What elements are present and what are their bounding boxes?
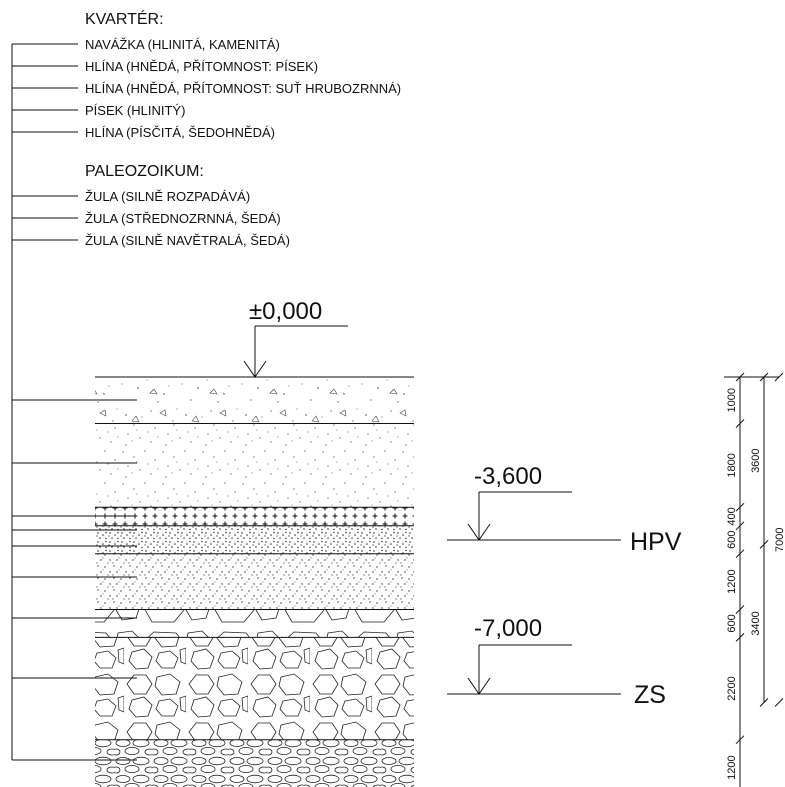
dimension-label-mid: 3600 <box>750 448 762 472</box>
dimension-chains: 1000 1800 400 600 1200 600 2200 1200 3600 3400 700… <box>724 372 785 787</box>
level-zs: -7,000 ZS <box>447 615 666 709</box>
hpv-tag: HPV <box>630 528 682 556</box>
dimension-tick <box>735 605 745 614</box>
dimension-label-total: 7000 <box>774 528 785 552</box>
dimension-label-layer: 1800 <box>726 453 738 477</box>
dimension-label-layer: 1200 <box>726 569 738 593</box>
dimension-tick <box>759 698 769 707</box>
level-hpv: -3,600 HPV <box>447 463 682 556</box>
dimension-label-layer: 1000 <box>726 388 738 412</box>
dimension-tick <box>735 502 745 512</box>
legend-header-paleozoikum: PALEOZOIKUM: <box>85 163 204 180</box>
dimension-tick <box>735 549 745 559</box>
layer-navazka <box>95 377 414 424</box>
level-zs-label: -7,000 <box>474 615 542 642</box>
dimension-label-layer: 600 <box>726 531 738 549</box>
legend-header-kvarter: KVARTÉR: <box>85 9 164 28</box>
legend-item: HLÍNA (HNĚDÁ, PŘÍTOMNOST: PÍSEK) <box>85 59 318 74</box>
dimension-tick <box>735 633 745 642</box>
dimension-tick <box>735 521 745 531</box>
dimension-tick <box>759 372 769 382</box>
layer-hlina-piscita <box>95 553 414 610</box>
level-hpv-label: -3,600 <box>474 463 542 490</box>
layer-zula-navetrala <box>95 739 414 787</box>
layer-hlina-sut <box>95 507 414 526</box>
dimension-tick <box>774 372 784 382</box>
dimension-tick <box>774 698 784 707</box>
dimension-label-layer: 1200 <box>726 755 738 779</box>
layer-zula-rozpadava <box>95 609 414 638</box>
legend: KVARTÉR: NAVÁŽKA (HLINITÁ, KAMENITÁ) HLÍN… <box>11 9 401 760</box>
legend-item: ŽULA (SILNĚ ROZPADÁVÁ) <box>85 189 250 204</box>
dimension-tick <box>759 540 769 549</box>
level-top-label: ±0,000 <box>249 298 322 325</box>
dimension-tick <box>735 735 745 745</box>
layer-pisek <box>95 525 414 554</box>
level-top: ±0,000 <box>243 298 348 378</box>
legend-item: HLÍNA (HNĚDÁ, PŘÍTOMNOST: SUŤ HRUBOZRNNÁ… <box>85 81 401 96</box>
zs-tag: ZS <box>634 681 666 709</box>
layer-zula-strednozrnna <box>95 637 414 740</box>
dimension-tick <box>735 419 745 428</box>
legend-item: ŽULA (SILNĚ NAVĚTRALÁ, ŠEDÁ) <box>85 233 290 248</box>
dimension-label-layer: 2200 <box>726 676 738 700</box>
dimension-label-layer: 400 <box>726 507 738 525</box>
legend-item: NAVÁŽKA (HLINITÁ, KAMENITÁ) <box>85 37 280 52</box>
legend-item: HLÍNA (PÍSČITÁ, ŠEDOHNĚDÁ) <box>85 125 275 140</box>
legend-item: ŽULA (STŘEDNOZRNNÁ, ŠEDÁ) <box>85 211 281 226</box>
dimension-label-layer: 600 <box>726 614 738 632</box>
dimension-label-mid: 3400 <box>750 611 762 635</box>
layer-hlina-pisek <box>95 423 414 508</box>
borehole-column <box>12 376 414 787</box>
legend-item: PÍSEK (HLINITÝ) <box>85 103 185 118</box>
